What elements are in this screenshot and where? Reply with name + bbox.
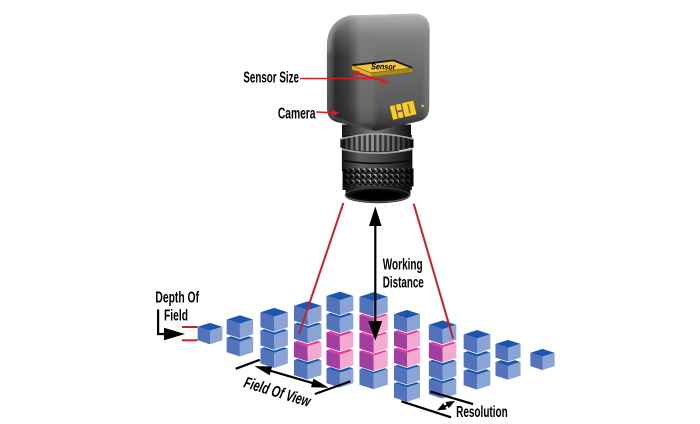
svg-text:Working: Working bbox=[383, 255, 423, 273]
svg-text:Distance: Distance bbox=[383, 273, 424, 291]
svg-text:Sensor Size: Sensor Size bbox=[243, 68, 299, 86]
svg-text:Sensor: Sensor bbox=[371, 62, 397, 72]
svg-text:Depth Of: Depth Of bbox=[155, 288, 199, 306]
svg-text:Camera: Camera bbox=[278, 104, 316, 122]
svg-text:Resolution: Resolution bbox=[456, 402, 508, 420]
svg-text:Field: Field bbox=[164, 306, 188, 324]
